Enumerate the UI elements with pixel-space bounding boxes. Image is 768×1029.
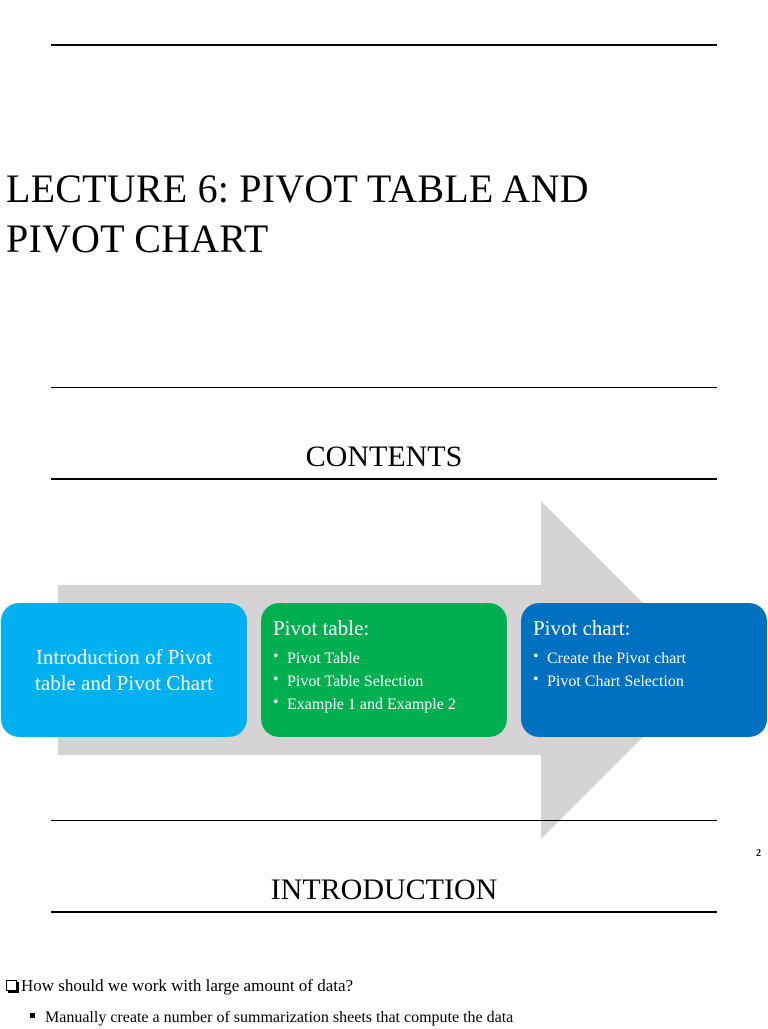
lecture-title-line2: PIVOT CHART: [6, 216, 269, 261]
question-text: How should we work with large amount of …: [21, 976, 354, 995]
slide2-bottom-rule: [51, 820, 717, 821]
pivot-chart-item-list: Create the Pivot chart Pivot Chart Selec…: [533, 645, 767, 693]
introduction-heading: INTRODUCTION: [270, 873, 498, 906]
checkbox-bullet-icon: [6, 980, 17, 991]
lecture-title: LECTURE 6: PIVOT TABLE AND PIVOT CHART: [6, 164, 706, 264]
sub-bullet: Manually create a number of summarizatio…: [30, 1007, 513, 1029]
sub-bullet-text: Manually create a number of summarizatio…: [45, 1009, 514, 1026]
contents-box-pivot-chart: Pivot chart: Create the Pivot chart Pivo…: [521, 603, 767, 737]
introduction-heading-rule: [51, 911, 717, 913]
list-item: Pivot Table Selection: [273, 668, 507, 693]
slide2-top-rule: [51, 387, 717, 388]
square-bullet-icon: [30, 1013, 35, 1018]
list-item: Pivot Chart Selection: [533, 668, 767, 693]
contents-heading: CONTENTS: [305, 440, 463, 473]
list-item: Create the Pivot chart: [533, 645, 767, 670]
contents-heading-rule: [51, 478, 717, 480]
pivot-table-item-list: Pivot Table Pivot Table Selection Exampl…: [273, 645, 507, 716]
pivot-chart-box-title: Pivot chart:: [533, 616, 631, 640]
list-item: Example 1 and Example 2: [273, 691, 507, 716]
slide1-top-rule: [51, 44, 717, 46]
contents-box-introduction-label: Introduction of Pivot table and Pivot Ch…: [35, 645, 213, 695]
page-number: 2: [756, 848, 761, 859]
question-bullet: How should we work with large amount of …: [6, 975, 353, 997]
lecture-title-line1: LECTURE 6: PIVOT TABLE AND: [6, 166, 589, 211]
contents-box-introduction: Introduction of Pivot table and Pivot Ch…: [1, 603, 247, 737]
pivot-table-box-title: Pivot table:: [273, 616, 370, 640]
list-item: Pivot Table: [273, 645, 507, 670]
contents-box-pivot-table: Pivot table: Pivot Table Pivot Table Sel…: [261, 603, 507, 737]
